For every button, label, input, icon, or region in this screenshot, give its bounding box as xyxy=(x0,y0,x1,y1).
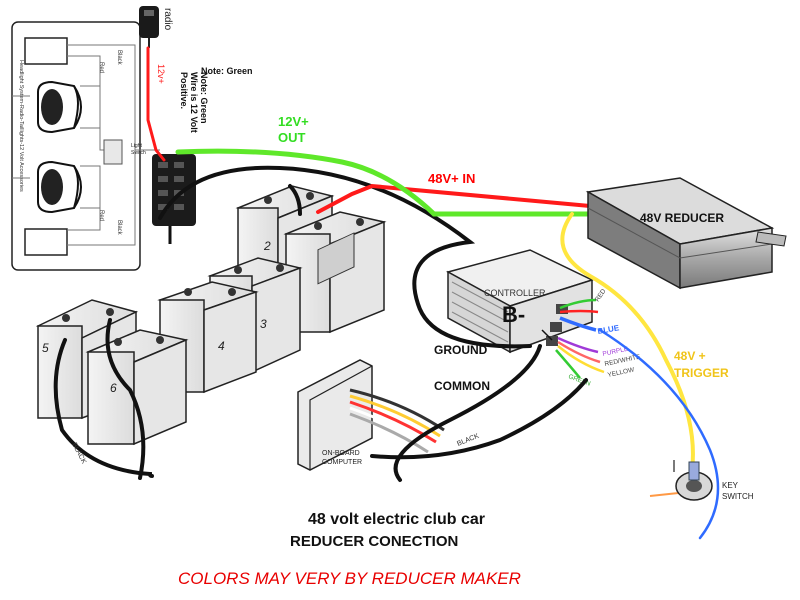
light-switch-label: Light xyxy=(131,143,142,149)
controller-wires xyxy=(555,298,605,379)
computer-harness xyxy=(349,388,445,454)
battery-number: 4 xyxy=(218,339,225,353)
reducer-label: 48V REDUCER xyxy=(640,211,724,225)
in-48v-label: 48V+ IN xyxy=(428,171,475,186)
onboard-computer-label: ON-BOARD xyxy=(322,450,360,457)
light-panel: Light Switch Black Red Red Black Headlig… xyxy=(11,21,160,271)
yellow-trigger-wire xyxy=(560,212,695,472)
key-switch-label: KEY xyxy=(722,481,739,490)
out-12v-label: 12V+ xyxy=(278,114,309,129)
red-48v-wire xyxy=(316,183,592,214)
light-switch-label: Switch xyxy=(131,150,146,156)
footer-note: COLORS MAY VERY BY REDUCER MAKER xyxy=(178,569,521,588)
reducer-unit: 48V REDUCER xyxy=(585,177,787,290)
onboard-computer: ON-BOARD COMPUTER xyxy=(297,232,373,471)
b-minus-label: B- xyxy=(502,302,525,327)
note-text: Note: Green xyxy=(201,66,253,76)
note-text-line: Positive. xyxy=(179,72,189,109)
key-switch-icon xyxy=(673,460,713,501)
battery-terminals xyxy=(62,192,364,346)
controller-label: CONTROLLER xyxy=(484,288,546,298)
panel-wire-label: Black xyxy=(116,220,122,236)
ground-label: GROUND xyxy=(434,343,488,357)
controller: CONTROLLER xyxy=(446,249,595,354)
panel-wire-label: Red xyxy=(98,210,104,221)
panel-wire-label: Red xyxy=(98,62,104,73)
headlight-icon xyxy=(37,80,82,134)
fuse-block xyxy=(152,154,196,244)
bottom-panel-box xyxy=(24,228,68,256)
headlight-icon xyxy=(37,160,82,214)
common-label: COMMON xyxy=(434,379,490,393)
panel-wire-label: Black xyxy=(116,50,122,66)
battery-number: 6 xyxy=(110,381,117,395)
onboard-computer-label: COMPUTER xyxy=(322,459,362,466)
key-switch-label: SWITCH xyxy=(722,492,754,501)
diagram-subtitle: REDUCER CONECTION xyxy=(290,533,458,550)
radio-label: radio xyxy=(162,8,173,31)
light-switch-icon xyxy=(103,139,123,165)
top-panel-box xyxy=(24,37,68,65)
trigger-48v-label: TRIGGER xyxy=(674,366,729,380)
red-radio-wire xyxy=(146,46,166,162)
note-text-line: Wire is 12 Volt xyxy=(189,72,199,133)
radio-power-label: 12v+ xyxy=(156,64,166,84)
trigger-48v-label: 48V + xyxy=(674,349,706,363)
green-12v-wire xyxy=(175,148,593,217)
panel-side-text: Headlight System-Radio-Taillights-12 Vol… xyxy=(18,60,24,192)
radio-connector: radio xyxy=(139,6,173,48)
b-minus-arrow xyxy=(541,329,553,341)
diagram-title: 48 volt electric club car xyxy=(308,511,485,528)
blue-key-wire xyxy=(598,328,720,540)
battery-number: 3 xyxy=(260,317,267,331)
battery xyxy=(85,329,189,446)
out-12v-label: OUT xyxy=(278,130,306,145)
black-ground-wire xyxy=(53,165,588,482)
note-text-line: Note: Green xyxy=(199,72,209,124)
battery-number: 2 xyxy=(263,239,271,253)
ctrl-wire-label: RED xyxy=(594,288,608,304)
battery-number: 5 xyxy=(42,341,49,355)
ctrl-wire-label: YELLOW xyxy=(607,366,636,379)
